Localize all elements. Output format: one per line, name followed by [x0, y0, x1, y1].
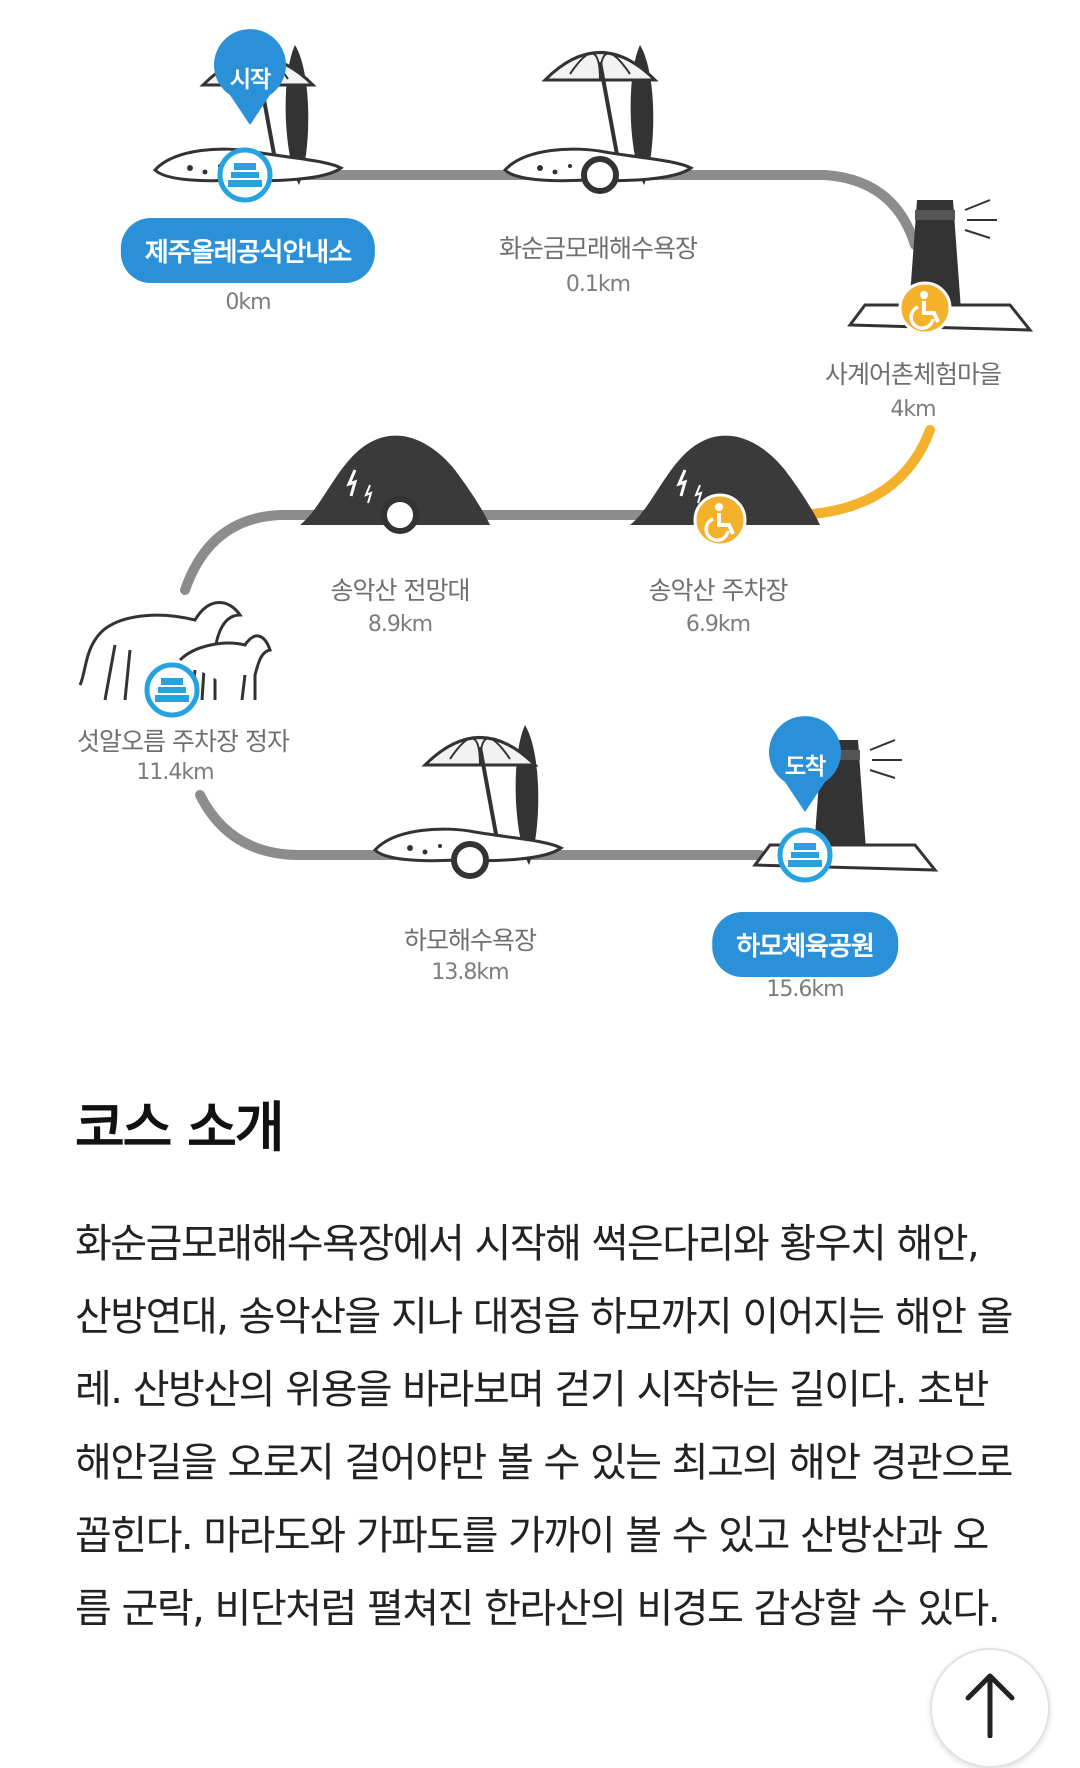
course-map	[78, 29, 1032, 1020]
stop-distance: 8.9km	[367, 612, 433, 637]
stop-name-start[interactable]: 제주올레공식안내소	[120, 218, 376, 283]
stop-distance: 4km	[890, 397, 936, 422]
wheelchair-icon	[898, 281, 952, 335]
route-line	[235, 170, 920, 250]
wheelchair-icon	[693, 493, 747, 547]
info-booth-icon	[780, 830, 830, 880]
stop-marker	[581, 156, 619, 194]
end-badge: 도착	[784, 754, 826, 780]
stop-distance: 15.6km	[766, 977, 844, 1002]
info-booth-icon	[147, 665, 197, 715]
stop-name-end[interactable]: 하모체육공원	[712, 912, 898, 977]
start-badge: 시작	[229, 67, 271, 93]
course-intro-text: 화순금모래해수욕장에서 시작해 썩은다리와 황우치 해안, 산방연대, 송악산을…	[75, 1221, 1013, 1632]
stop-distance: 11.4km	[136, 760, 214, 785]
stop-marker	[381, 496, 419, 534]
stop-name: 화순금모래해수욕장	[498, 234, 698, 263]
stop-name: 송악산 주차장	[648, 576, 789, 605]
section-title: 코스 소개	[75, 1096, 285, 1159]
stop-name: 하모해수욕장	[403, 926, 537, 955]
info-booth-icon	[220, 150, 270, 200]
route-line	[180, 510, 725, 595]
arrow-up-icon	[965, 1673, 1015, 1738]
stop-distance: 0km	[225, 290, 271, 315]
stop-distance: 13.8km	[431, 960, 509, 985]
stop-marker	[451, 841, 489, 879]
stop-name: 사계어촌체험마을	[824, 360, 1002, 389]
route-line	[195, 790, 765, 860]
stop-name: 섯알오름 주차장 정자	[77, 727, 290, 756]
scroll-top-button[interactable]	[930, 1648, 1050, 1768]
stop-name: 송악산 전망대	[330, 576, 471, 605]
stop-distance: 0.1km	[565, 272, 631, 297]
stop-distance: 6.9km	[685, 612, 751, 637]
